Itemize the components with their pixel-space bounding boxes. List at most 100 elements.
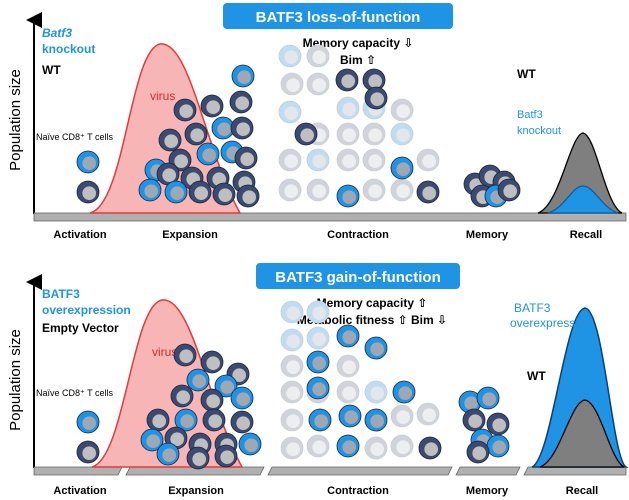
faded-t-cell xyxy=(306,148,330,172)
gray-t-cell xyxy=(146,408,170,432)
gray-t-cell xyxy=(186,446,210,470)
gain-y-axis-label: Population size xyxy=(7,329,24,431)
blue-t-cell xyxy=(156,442,180,466)
gray-t-cell xyxy=(230,410,254,434)
loss-note-bim: Bim ⇧ xyxy=(340,53,376,67)
blue-t-cell xyxy=(76,410,100,434)
gain-legend-oe-line2: overexpression xyxy=(42,303,131,317)
faded-t-cell xyxy=(306,44,330,68)
faded-t-cell xyxy=(280,328,304,352)
loss-phase-activation: Activation xyxy=(53,229,106,241)
faded-t-cell xyxy=(416,402,440,426)
blue-t-cell xyxy=(138,178,162,202)
blue-t-cell xyxy=(392,380,416,404)
loss-recall-ko-curve xyxy=(547,185,619,214)
gray-t-cell xyxy=(200,94,224,118)
gain-legend-oe-line1: BATF3 xyxy=(42,287,80,301)
faded-t-cell xyxy=(336,354,360,378)
blue-t-cell xyxy=(174,408,198,432)
faded-t-cell xyxy=(362,122,386,146)
blue-t-cell xyxy=(196,142,220,166)
gain-recall-ev-curve xyxy=(539,399,625,468)
gray-t-cell xyxy=(170,384,194,408)
gray-t-cell xyxy=(202,408,226,432)
loss-legend-wt: WT xyxy=(42,63,61,77)
gain-note-memory-capacity: Memory capacity ⇧ xyxy=(317,296,428,310)
gray-t-cell xyxy=(486,412,510,436)
blue-t-cell xyxy=(211,116,235,140)
loss-banner-title: BATF3 loss-of-function xyxy=(256,9,421,26)
gray-t-cell xyxy=(236,184,260,208)
loss-legend-ko-line2: knockout xyxy=(42,42,95,56)
gain-phase-contraction: Contraction xyxy=(327,485,389,497)
gain-phase-recall: Recall xyxy=(566,485,598,497)
blue-t-cell xyxy=(186,368,210,392)
gray-t-cell xyxy=(364,86,388,110)
gray-t-cell xyxy=(158,128,182,152)
gray-t-cell xyxy=(497,178,521,202)
gray-t-cell xyxy=(212,182,236,206)
blue-t-cell xyxy=(306,376,330,400)
faded-t-cell xyxy=(306,326,330,350)
loss-y-axis-label: Population size xyxy=(7,69,24,171)
gain-baseline xyxy=(33,466,627,476)
loss-naive-label: Naïve CD8⁺ T cells xyxy=(36,132,113,142)
gray-t-cell xyxy=(229,90,253,114)
faded-t-cell xyxy=(416,148,440,172)
blue-t-cell xyxy=(306,350,330,374)
blue-t-cell xyxy=(364,336,388,360)
loss-phase-memory: Memory xyxy=(466,229,509,241)
gain-recall-oe-label-line1: BATF3 xyxy=(514,301,551,315)
blue-t-cell xyxy=(164,180,188,204)
loss-phase-recall: Recall xyxy=(570,229,602,241)
gray-t-cell xyxy=(188,180,212,204)
gray-t-cell xyxy=(234,146,258,170)
gray-t-cell xyxy=(362,68,386,92)
blue-t-cell xyxy=(336,434,360,458)
gain-phase-expansion: Expansion xyxy=(168,485,224,497)
gray-t-cell xyxy=(230,116,254,140)
blue-t-cell xyxy=(476,386,500,410)
gain-recall-wt-label: WT xyxy=(527,369,546,383)
blue-t-cell xyxy=(230,386,254,410)
gain-recall-oe-label-line2: overexpression xyxy=(510,316,591,330)
gain-legend-ev: Empty Vector xyxy=(42,321,119,335)
gray-t-cell xyxy=(416,180,440,204)
blue-t-cell xyxy=(338,404,362,428)
gain-banner-box xyxy=(256,263,460,289)
gray-t-cell xyxy=(200,350,224,374)
faded-t-cell xyxy=(364,380,388,404)
blue-t-cell xyxy=(486,434,510,458)
gray-t-cell xyxy=(76,180,100,204)
faded-t-cell xyxy=(390,404,414,428)
blue-t-cell xyxy=(140,428,164,452)
faded-t-cell xyxy=(336,122,360,146)
faded-t-cell xyxy=(280,380,304,404)
faded-t-cell xyxy=(280,408,304,432)
faded-t-cell xyxy=(278,148,302,172)
faded-t-cell xyxy=(278,44,302,68)
gray-t-cell xyxy=(418,436,442,460)
blue-t-cell xyxy=(336,324,360,348)
blue-t-cell xyxy=(76,150,100,174)
faded-t-cell xyxy=(390,122,414,146)
gray-t-cell xyxy=(462,408,486,432)
gain-cells xyxy=(76,300,510,470)
gain-phase-activation: Activation xyxy=(53,485,106,497)
faded-t-cell xyxy=(306,178,330,202)
blue-t-cell xyxy=(238,432,262,456)
gray-t-cell xyxy=(184,122,208,146)
gray-t-cell xyxy=(200,388,224,412)
gray-t-cell xyxy=(76,440,100,464)
faded-t-cell xyxy=(390,98,414,122)
gray-t-cell xyxy=(173,343,197,367)
faded-t-cell xyxy=(364,436,388,460)
blue-t-cell xyxy=(336,184,360,208)
loss-note-memory-capacity: Memory capacity ⇩ xyxy=(303,36,414,50)
faded-t-cell xyxy=(306,72,330,96)
loss-phase-contraction: Contraction xyxy=(327,229,389,241)
blue-t-cell xyxy=(308,408,332,432)
gain-naive-label: Naïve CD8⁺ T cells xyxy=(36,388,113,398)
gray-t-cell xyxy=(335,68,359,92)
